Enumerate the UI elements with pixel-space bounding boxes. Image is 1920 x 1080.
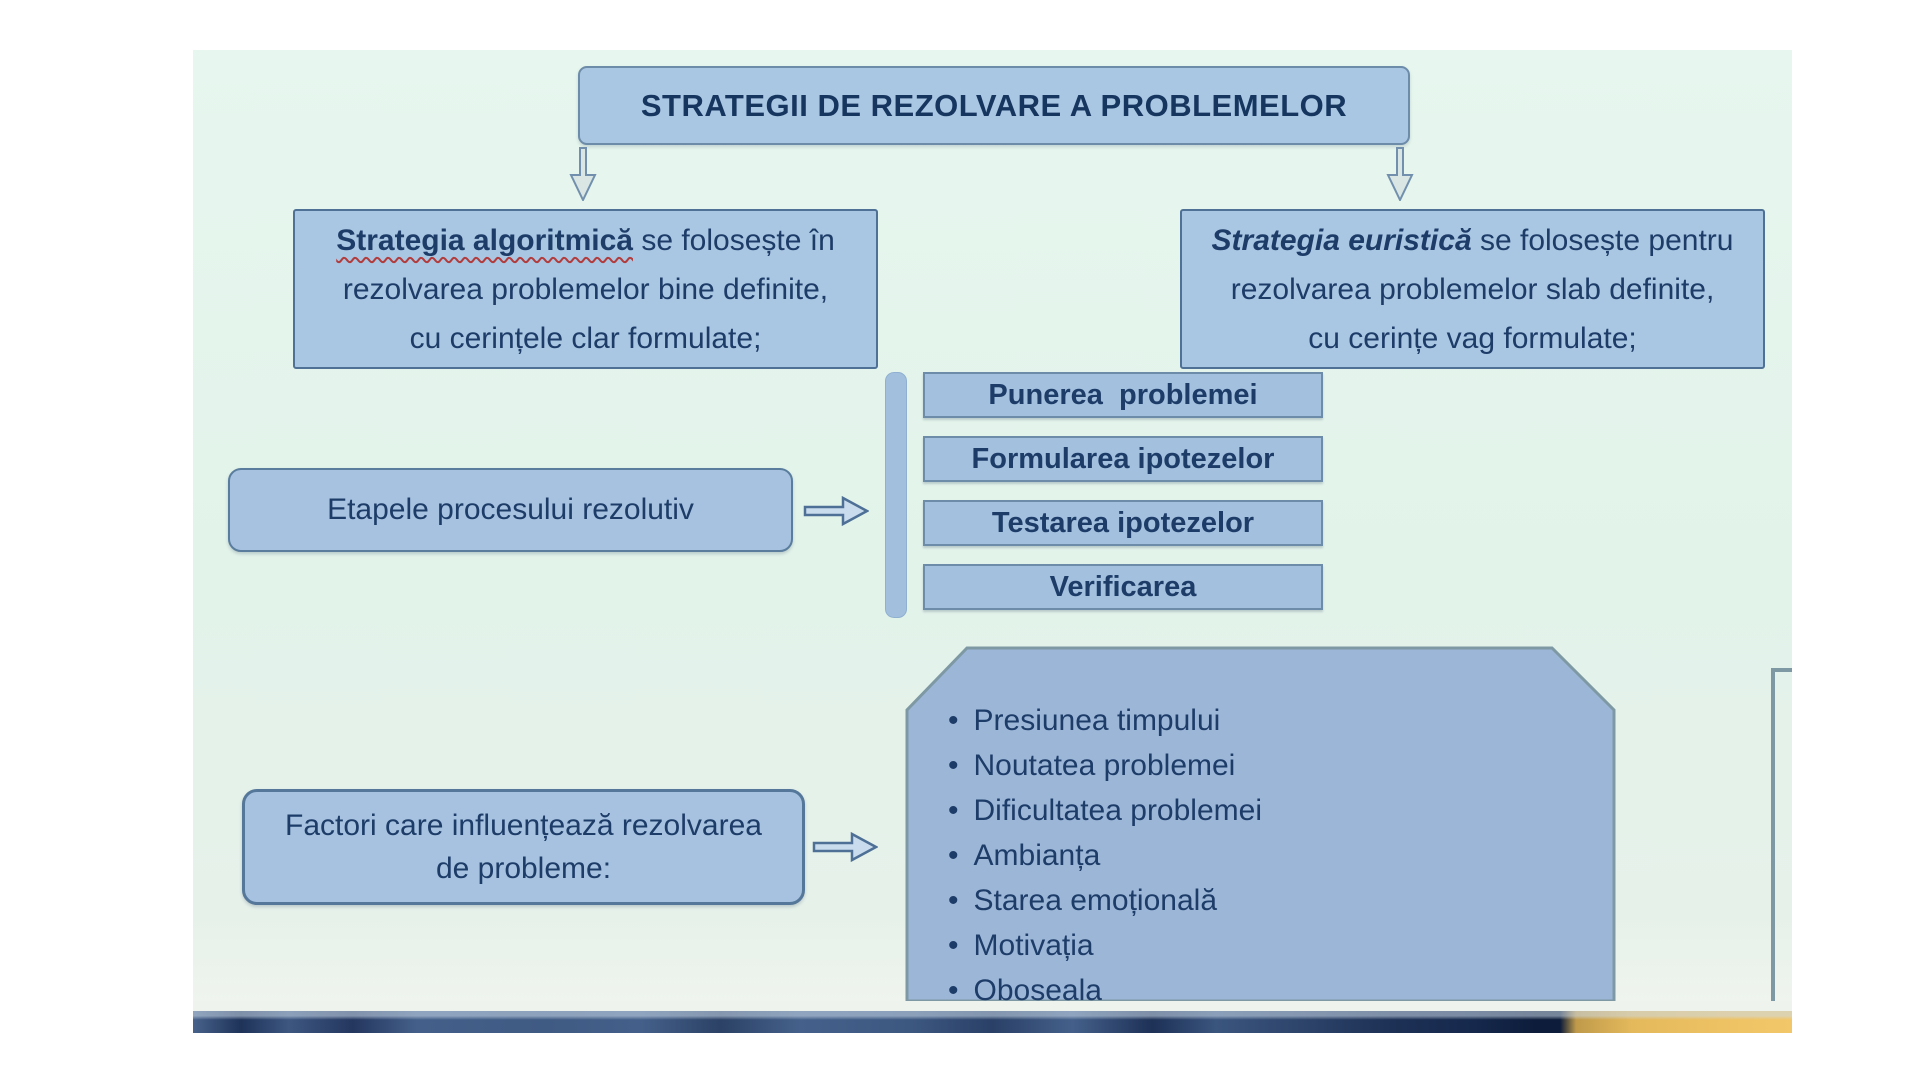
down-arrow-icon [569,147,597,201]
video-timeline-bar[interactable] [193,1011,1792,1033]
factor-bullet-item: Motivația [948,923,1588,968]
title-box: STRATEGII DE REZOLVARE A PROBLEMELOR [578,66,1410,145]
heuristic-line-2: rezolvarea problemelor slab definite, [1230,272,1715,306]
algorithmic-emphasis: Strategia algoritmică [336,223,633,257]
factor-bullet-item: Noutatea problemei [948,743,1588,788]
stage-box: Formularea ipotezelor [923,436,1323,482]
heuristic-emphasis: Strategia euristică [1211,223,1472,257]
right-arrow-icon [803,495,869,527]
partial-box-edge [1771,668,1792,1011]
right-arrow-icon [812,831,878,863]
slide-bottom-strip [193,1001,1792,1011]
factor-bullet-item: Ambianța [948,833,1588,878]
algorithmic-line-1: Strategia algoritmică se folosește în [336,216,835,265]
down-arrow-icon [1386,147,1414,201]
algorithmic-line-1-rest: se folosește în [632,223,835,257]
stage-box: Verificarea [923,564,1323,610]
factor-bullet-item: Starea emoțională [948,878,1588,923]
factors-label-line-1: Factori care influențează rezolvarea [285,809,762,842]
stages-bracket-bar [885,372,907,618]
factor-bullet-item: Presiunea timpului [948,698,1588,743]
stage-box: Testarea ipotezelor [923,500,1323,546]
factors-label-box: Factori care influențează rezolvarea de … [242,789,805,905]
factor-bullet-item: Dificultatea problemei [948,788,1588,833]
stage-box: Punerea problemei [923,372,1323,418]
heuristic-line-1-rest: se folosește pentru [1471,223,1734,257]
factors-list: Presiunea timpuluiNoutatea problemeiDifi… [948,698,1588,1013]
heuristic-line-1: Strategia euristică se folosește pentru [1212,216,1734,265]
heuristic-line-3: cu cerințe vag formulate; [1308,321,1637,355]
algorithmic-line-2: rezolvarea problemelor bine definite, [342,272,829,306]
slide-title: STRATEGII DE REZOLVARE A PROBLEMELOR [640,87,1348,123]
stages-label: Etapele procesului rezolutiv [327,493,694,526]
algorithmic-line-3: cu cerințele clar formulate; [409,321,762,355]
algorithmic-strategy-box: Strategia algoritmică se folosește în re… [293,209,878,369]
factors-label-line-2: de probleme: [435,852,612,885]
stages-label-box: Etapele procesului rezolutiv [228,468,793,552]
heuristic-strategy-box: Strategia euristică se folosește pentru … [1180,209,1765,369]
